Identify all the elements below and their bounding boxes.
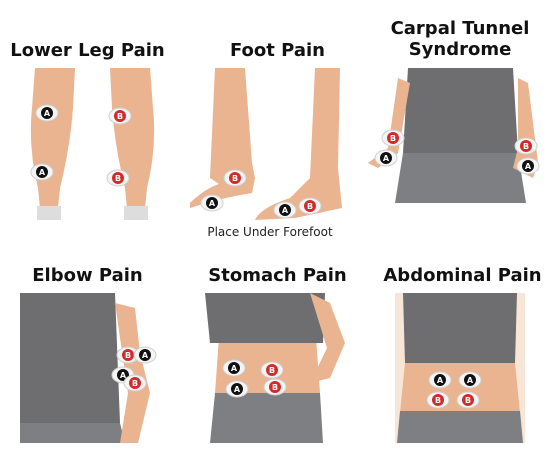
electrode-a: A [35, 104, 59, 122]
electrode-b: B [108, 107, 132, 125]
panel-stomach: A A B B [205, 293, 355, 443]
title-elbow-pain: Elbow Pain [32, 265, 143, 286]
electrode-label: A [231, 364, 238, 373]
electrode-a: A [222, 359, 246, 377]
electrode-dot [432, 394, 444, 406]
electrode-label: A [437, 376, 444, 385]
electrode-dot [266, 364, 278, 376]
stomach-illustration: A A B B [205, 293, 345, 443]
electrode-b: B [260, 361, 284, 379]
electrode-dot [520, 140, 532, 152]
electrode-b: B [223, 169, 247, 187]
electrode-a: A [200, 194, 224, 212]
electrode-label: A [282, 206, 289, 215]
electrode-label: B [307, 202, 313, 211]
abdominal-illustration: A A B B [395, 293, 525, 443]
electrode-label: A [525, 162, 532, 171]
electrode-label: A [39, 168, 46, 177]
electrode-b: B [116, 346, 140, 364]
electrode-dot [228, 362, 240, 374]
electrode-label: B [272, 383, 278, 392]
electrode-label: B [115, 174, 121, 183]
electrode-dot [206, 197, 218, 209]
electrode-b: B [298, 197, 322, 215]
electrode-dot [434, 374, 446, 386]
electrode-label: A [467, 376, 474, 385]
electrode-b: B [426, 391, 450, 409]
electrode-label: B [269, 366, 275, 375]
electrode-dot [139, 349, 151, 361]
panel-lower-leg: A A B B [20, 68, 165, 220]
electrode-dot [229, 172, 241, 184]
electrode-label: B [125, 351, 131, 360]
lower-leg-illustration: A A B B [30, 68, 155, 220]
electrode-dot [464, 374, 476, 386]
title-carpal-tunnel: Carpal Tunnel Syndrome [390, 18, 530, 60]
electrode-a: A [516, 157, 540, 175]
electrode-dot [269, 381, 281, 393]
electrode-dot [522, 160, 534, 172]
electrode-dot [41, 107, 53, 119]
electrode-b: B [456, 391, 480, 409]
electrode-dot [122, 349, 134, 361]
electrode-label: A [234, 385, 241, 394]
electrode-dot [129, 377, 141, 389]
electrode-label: B [132, 379, 138, 388]
electrode-label: B [465, 396, 471, 405]
electrode-a: A [30, 163, 54, 181]
electrode-dot [231, 383, 243, 395]
electrode-a: A [225, 380, 249, 398]
electrode-dot [112, 172, 124, 184]
electrode-dot [387, 132, 399, 144]
foot-caption: Place Under Forefoot [207, 225, 333, 239]
electrode-a: A [133, 346, 157, 364]
electrode-dot [114, 110, 126, 122]
electrode-label: B [435, 396, 441, 405]
carpal-tunnel-illustration: B A B A [368, 68, 540, 203]
panel-elbow: B A A B [20, 293, 170, 443]
electrode-a: A [374, 149, 398, 167]
title-lower-leg-pain: Lower Leg Pain [10, 40, 165, 61]
electrode-dot [380, 152, 392, 164]
title-foot-pain: Foot Pain [229, 40, 325, 61]
electrode-b: B [381, 129, 405, 147]
electrode-label: A [383, 154, 390, 163]
electrode-label: B [117, 112, 123, 121]
electrode-label: A [142, 351, 149, 360]
elbow-illustration: B A A B [20, 293, 157, 443]
electrode-b: B [514, 137, 538, 155]
electrode-a: A [273, 201, 297, 219]
electrode-b: B [123, 374, 147, 392]
electrode-label: B [232, 174, 238, 183]
electrode-dot [279, 204, 291, 216]
electrode-label: B [523, 142, 529, 151]
electrode-dot [304, 200, 316, 212]
title-stomach-pain: Stomach Pain [208, 265, 347, 286]
electrode-a: A [458, 371, 482, 389]
electrode-a: A [428, 371, 452, 389]
electrode-dot [462, 394, 474, 406]
electrode-label: B [390, 134, 396, 143]
panel-carpal-tunnel: B A B A [368, 68, 553, 220]
electrode-b: B [263, 378, 287, 396]
foot-illustration: B A A B [190, 68, 342, 220]
panel-foot: B A A B [190, 68, 350, 220]
electrode-label: A [120, 371, 127, 380]
electrode-label: A [44, 109, 51, 118]
electrode-b: B [106, 169, 130, 187]
electrode-dot [36, 166, 48, 178]
electrode-label: A [209, 199, 216, 208]
panel-abdominal: A A B B [395, 293, 525, 443]
title-abdominal-pain: Abdominal Pain [383, 265, 542, 286]
